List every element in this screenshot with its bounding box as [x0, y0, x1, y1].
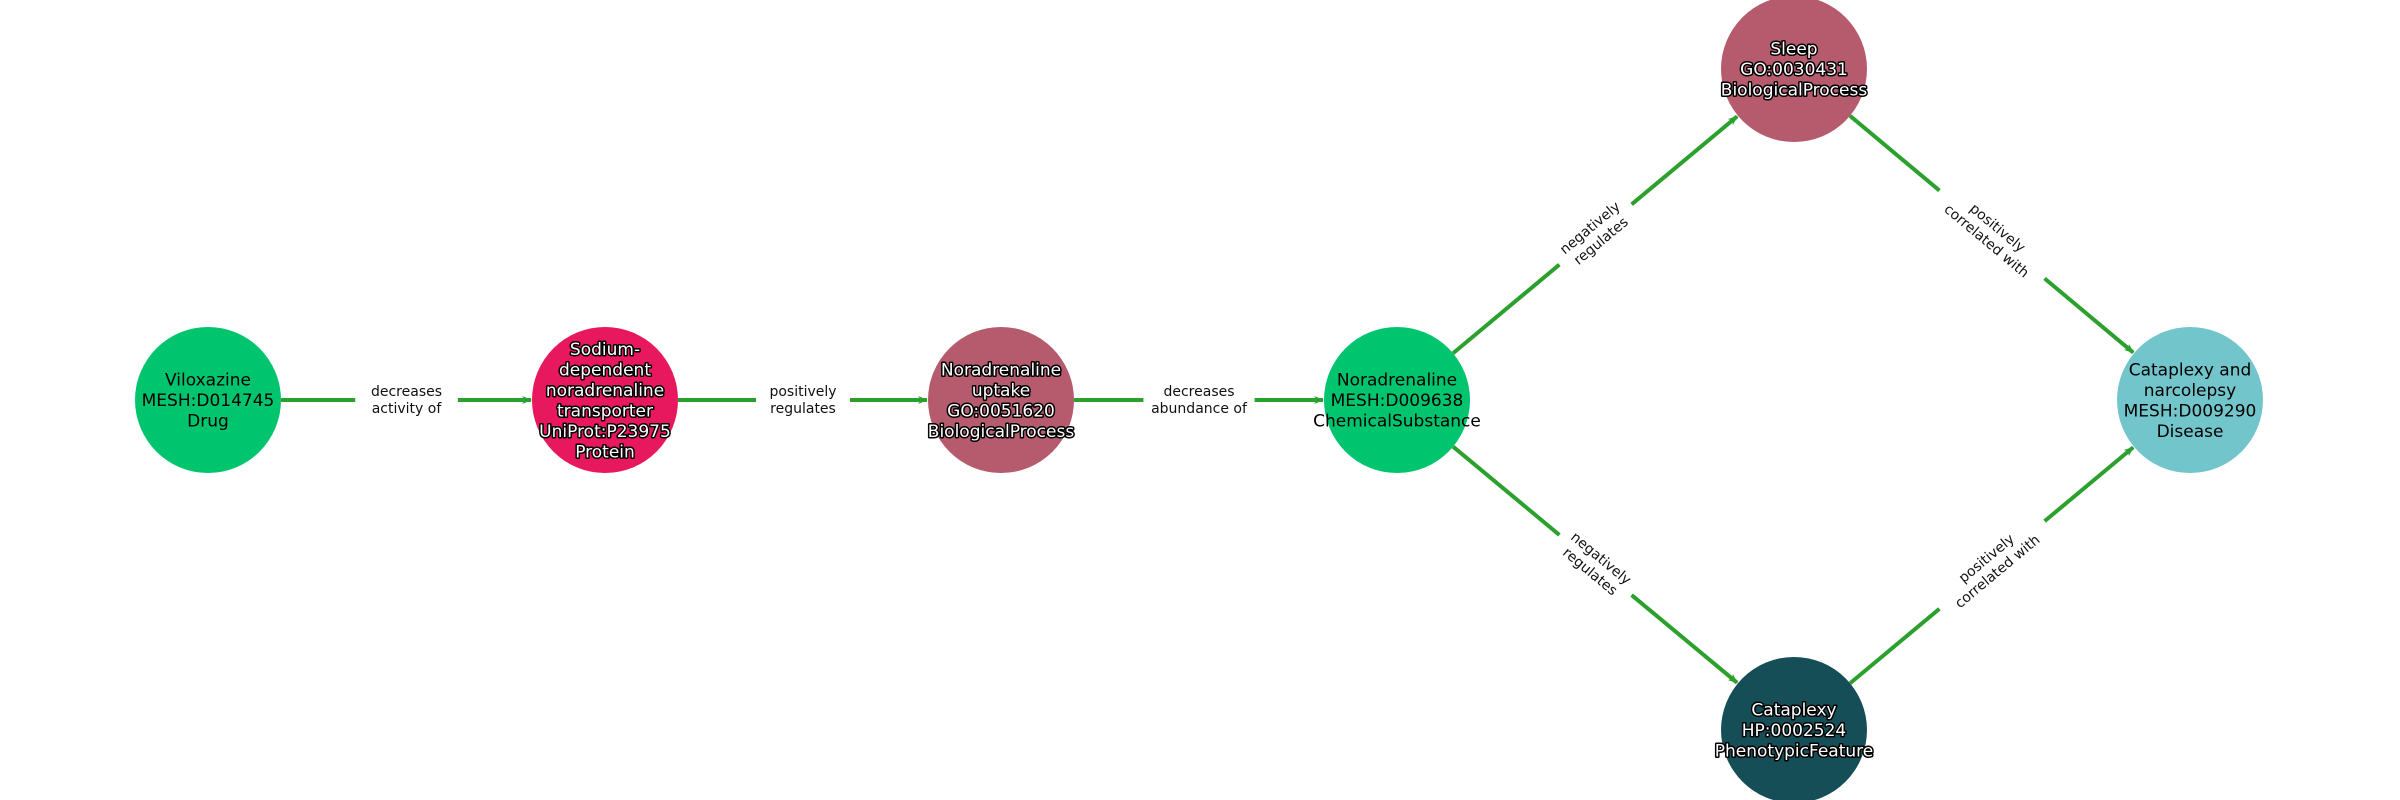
edge-label-line: activity of: [372, 401, 443, 417]
node-label-line: uptake: [972, 381, 1030, 401]
node-label-line: Viloxazine: [165, 371, 251, 391]
node-circle[interactable]: [532, 327, 678, 473]
node-net[interactable]: Sodium-dependentnoradrenalinetransporter…: [532, 327, 678, 473]
node-label-line: MESH:D009290: [2124, 401, 2257, 421]
node-circle[interactable]: [1721, 0, 1867, 142]
edge-label-line: positively: [769, 384, 836, 400]
node-label-line: Sleep: [1770, 40, 1817, 60]
node-label-line: Sodium-: [570, 340, 640, 360]
edge-label-line: abundance of: [1151, 401, 1248, 417]
node-circle[interactable]: [2117, 327, 2263, 473]
node-label-line: MESH:D014745: [142, 391, 275, 411]
node-label-line: GO:0051620: [947, 401, 1055, 421]
node-label-line: noradrenaline: [546, 381, 664, 401]
node-label-line: GO:0030431: [1740, 60, 1848, 80]
edge-label-line: decreases: [371, 384, 442, 400]
node-label-line: Protein: [575, 442, 635, 462]
node-circle[interactable]: [135, 327, 281, 473]
node-label-line: Disease: [2157, 422, 2224, 442]
node-label-line: dependent: [559, 360, 651, 380]
edge-label-line: regulates: [770, 401, 836, 417]
node-label-line: MESH:D009638: [1331, 391, 1464, 411]
node-noradrenaline[interactable]: NoradrenalineMESH:D009638ChemicalSubstan…: [1313, 327, 1481, 473]
node-label-line: transporter: [557, 401, 653, 421]
node-label-line: Cataplexy and: [2129, 360, 2252, 380]
node-label-line: PhenotypicFeature: [1715, 742, 1874, 762]
node-label-line: Cataplexy: [1751, 701, 1836, 721]
node-label-line: UniProt:P23975: [539, 422, 671, 442]
node-cataplexy_narcolepsy[interactable]: Cataplexy andnarcolepsyMESH:D009290Disea…: [2117, 327, 2263, 473]
node-label-line: BiologicalProcess: [928, 422, 1075, 442]
node-uptake[interactable]: NoradrenalineuptakeGO:0051620BiologicalP…: [926, 327, 1076, 473]
node-label-line: narcolepsy: [2144, 381, 2236, 401]
edge-label-line: decreases: [1163, 384, 1234, 400]
node-circle[interactable]: [928, 327, 1074, 473]
node-label-line: Noradrenaline: [941, 360, 1061, 380]
node-circle[interactable]: [1324, 327, 1470, 473]
node-label-line: ChemicalSubstance: [1313, 412, 1481, 432]
node-label-line: HP:0002524: [1742, 721, 1846, 741]
node-label-line: Drug: [187, 412, 229, 432]
node-circle[interactable]: [1721, 657, 1867, 800]
node-label-line: BiologicalProcess: [1721, 81, 1868, 101]
node-label-line: Noradrenaline: [1337, 371, 1457, 391]
